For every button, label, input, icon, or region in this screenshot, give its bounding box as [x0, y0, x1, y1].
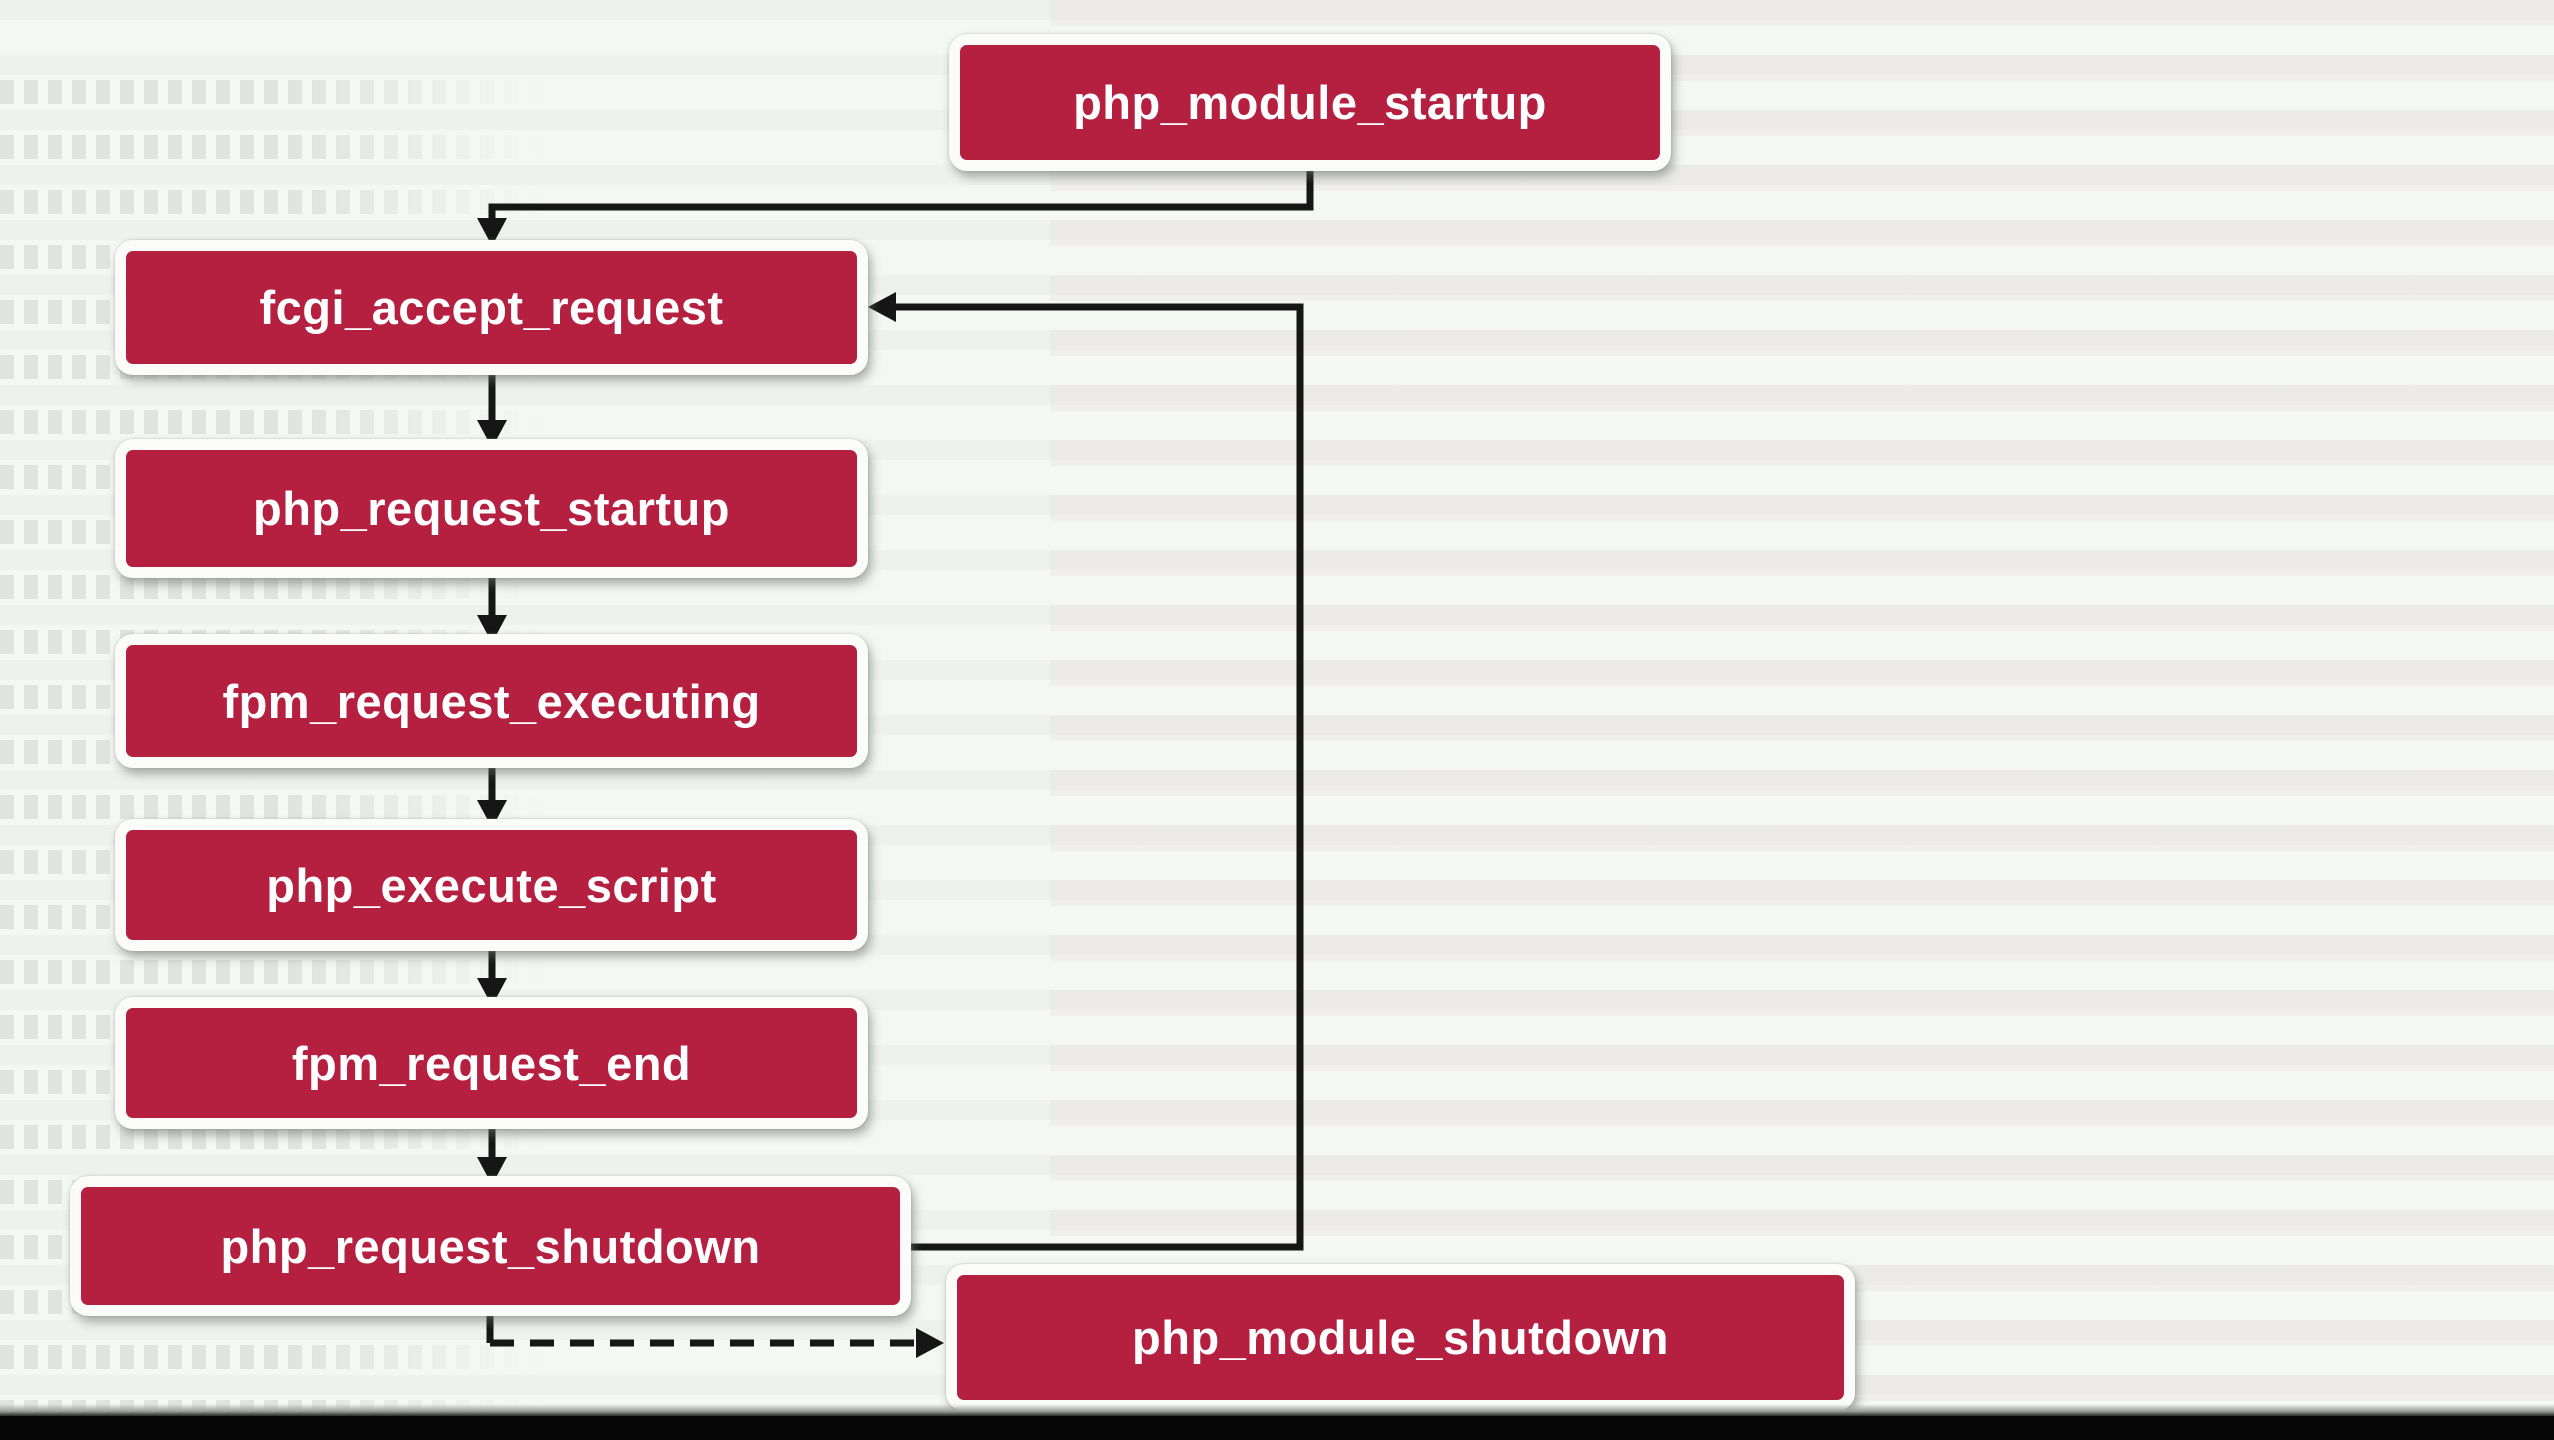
node-php-module-shutdown: php_module_shutdown: [946, 1264, 1855, 1411]
node-fcgi-accept-request: fcgi_accept_request: [115, 240, 868, 375]
arrowhead-into-executing: [477, 615, 507, 643]
node-label: php_module_shutdown: [1132, 1311, 1669, 1364]
bottom-bar-shadow: [0, 1404, 2554, 1416]
node-php-request-startup: php_request_startup: [115, 439, 868, 578]
arrowhead-into-execute-script: [477, 800, 507, 828]
edge-loopback-shutdown-to-fcgi: [892, 303, 1304, 1251]
arrowhead-into-module-shutdown: [916, 1328, 944, 1358]
node-php-request-shutdown: php_request_shutdown: [70, 1176, 911, 1316]
node-label: fcgi_accept_request: [259, 281, 724, 334]
edge-module-startup-to-fcgi: [488, 160, 1314, 222]
node-label: php_request_startup: [253, 482, 730, 535]
arrowhead-loopback-into-fcgi: [868, 292, 896, 322]
bottom-letterbox-bar: [0, 1416, 2554, 1440]
node-label: php_request_shutdown: [220, 1219, 761, 1273]
node-php-module-startup: php_module_startup: [949, 34, 1671, 171]
node-php-execute-script: php_execute_script: [115, 819, 868, 951]
node-fpm-request-executing: fpm_request_executing: [115, 634, 868, 768]
node-label: php_execute_script: [266, 858, 717, 912]
node-fpm-request-end: fpm_request_end: [115, 997, 868, 1129]
node-label: fpm_request_executing: [222, 674, 761, 728]
node-label: fpm_request_end: [291, 1036, 692, 1090]
arrowhead-into-request-end: [477, 978, 507, 1006]
node-label: php_module_startup: [1073, 76, 1547, 129]
arrowhead-into-request-startup: [477, 420, 507, 448]
arrowhead-into-request-shutdown: [477, 1157, 507, 1185]
arrowhead-into-fcgi-top: [477, 218, 507, 246]
